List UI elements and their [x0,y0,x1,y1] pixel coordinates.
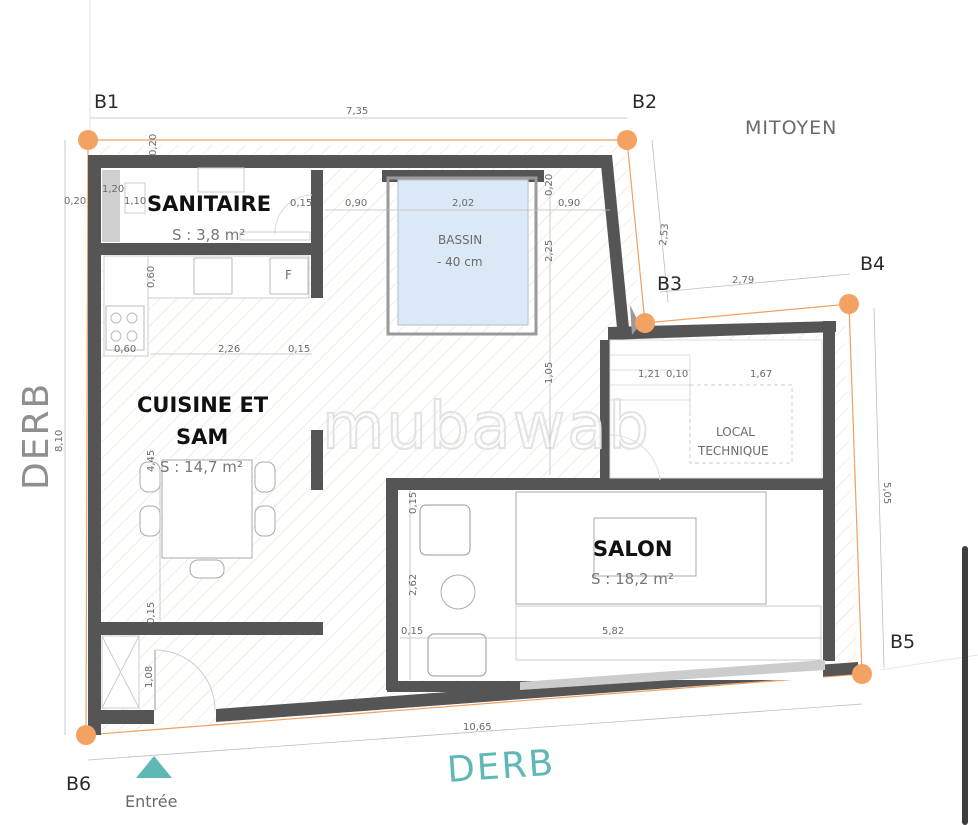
local-technique [689,384,793,464]
corner-marker-b3 [635,313,655,333]
street-label-bottom: DERB [446,743,557,791]
dim-kitchen-226: 2,26 [218,344,240,355]
dim-top-wall: 0,20 [148,134,159,156]
dim-pool-width: 2,02 [452,198,474,209]
dim-kitchen-015-v: 0,15 [146,602,157,624]
dim-kitchen-v: 0,60 [146,266,157,288]
corner-label-b6: B6 [66,773,91,795]
sanitaire-room [101,168,311,243]
stairs [609,339,823,481]
kitchen-fridge [269,257,309,295]
dim-kitchen-015: 0,15 [288,344,310,355]
sanitaire-door-leaf [239,231,311,241]
dimension-lines [64,117,885,761]
kitchen-sink [193,257,233,295]
sanitaire-sink [197,167,245,193]
corner-marker-b5 [852,664,872,684]
salon-floor-strip [520,660,825,690]
dim-stair-167: 1,67 [750,369,772,380]
dim-salon-262: 2,62 [408,574,419,596]
site-line-right [879,654,978,671]
salon-cabinet [593,517,697,577]
salon-sofa-back [515,605,822,661]
watermark: mubawab [322,390,651,464]
street-label-left: DERB [16,382,57,490]
pool [397,179,529,326]
dim-b2-b3: 2,53 [658,223,671,246]
salon-armchair [419,504,471,556]
scrollbar[interactable] [962,546,968,825]
dim-b6-b5: 10,65 [463,722,492,733]
entrance-door-swing [154,649,216,711]
dim-pool-length: 2,25 [544,240,555,262]
dim-gap-a: 0,90 [345,198,367,209]
hob-ring [126,330,138,342]
dim-san-3: 0,15 [290,198,312,209]
salon-name: SALON [593,537,672,561]
pool-outline [386,176,538,336]
dining-chair [139,505,161,537]
dim-sanitaire-top: 0,20 [544,174,555,196]
salon-sofa [515,491,767,605]
hob-ring [110,312,122,324]
local-name-line2: TECHNIQUE [697,444,769,458]
dining-table [161,459,253,559]
sanitaire-area: S : 3,8 m² [172,226,245,244]
dim-stair-010: 0,10 [666,369,688,380]
dining-chair [189,559,225,579]
salon-coffee-table [440,574,476,610]
entrance-arrow-icon [136,756,172,778]
dim-kitchen-h: 0,60 [114,344,136,355]
dim-b4-b5: 5,05 [881,482,892,504]
corner-label-b2: B2 [632,91,657,113]
corner-marker-b2 [617,130,637,150]
dim-san-2: 1,10 [124,196,146,207]
dim-b1-b2: 7,35 [346,106,368,117]
hob-ring [110,330,122,342]
local-name-line1: LOCAL [716,425,755,439]
cuisine-name-line1: CUISINE ET [137,393,269,417]
cuisine-area: S : 14,7 m² [160,458,243,476]
corner-marker-b4 [839,294,859,314]
sanitaire-door-swing [274,194,313,235]
dim-salon-582: 5,82 [602,626,624,637]
hob-ring [126,312,138,324]
dim-salon-015-h: 0,15 [401,626,423,637]
dim-left-wall: 0,20 [64,196,86,207]
corner-marker-b1 [78,130,98,150]
dim-pool-below: 1,05 [544,362,555,384]
kitchen-fridge-label: F [285,268,292,282]
sanitaire-shower [102,170,120,242]
salon-area: S : 18,2 m² [591,570,674,588]
dining-chair [254,505,276,537]
entrance-label: Entrée [125,792,177,811]
closet-cross [101,635,140,709]
dim-san-1: 1,20 [102,184,124,195]
corner-label-b5: B5 [890,631,915,653]
dim-b1-b6: 8,10 [54,430,65,452]
corner-label-b1: B1 [94,91,119,113]
corner-marker-b6 [76,725,96,745]
dim-kitchen-445: 4,45 [146,450,157,472]
kitchen-hob [105,305,145,351]
corner-label-b4: B4 [860,253,885,275]
dim-entrance-108: 1,08 [144,666,155,688]
cuisine-name-line2: SAM [176,425,228,449]
sanitaire-shower-tray [124,182,146,214]
corner-label-b3: B3 [657,273,682,295]
dim-stair-121: 1,21 [638,369,660,380]
neighbor-label: MITOYEN [745,117,837,139]
sanitaire-name: SANITAIRE [147,192,271,216]
dining-chair [254,461,276,493]
bassin-depth: - 40 cm [437,255,483,269]
salon-armchair [427,633,487,677]
dim-salon-015-v: 0,15 [408,492,419,514]
dim-b3-b4: 2,79 [732,275,754,286]
walls [88,155,858,735]
bassin-name: BASSIN [438,233,482,247]
dim-gap-b: 0,90 [558,198,580,209]
